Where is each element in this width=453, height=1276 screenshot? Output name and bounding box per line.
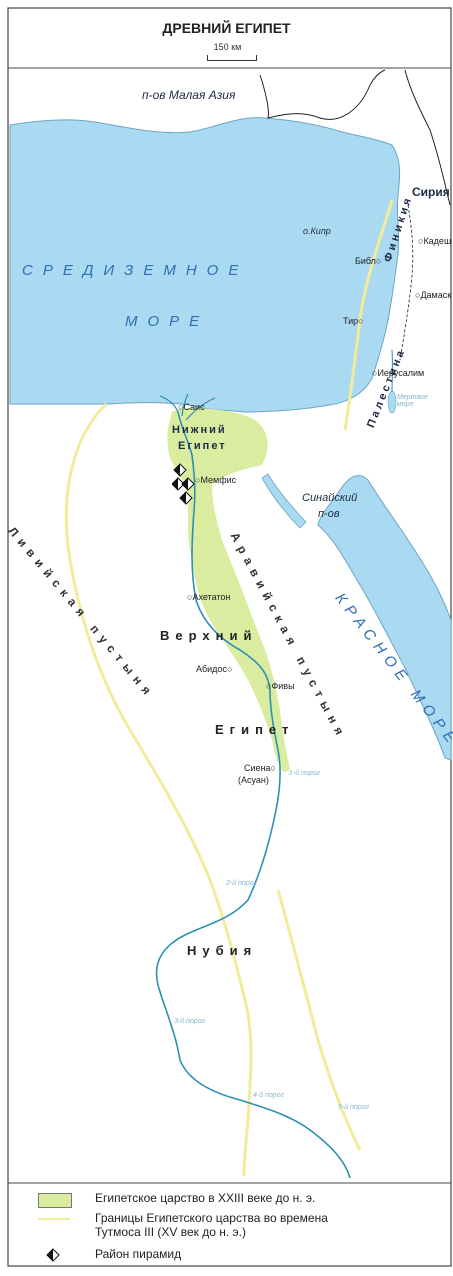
- pyramid-markers: [172, 463, 195, 505]
- nile-delta-mid: [181, 393, 189, 417]
- legend-border-swatch: [38, 1218, 70, 1220]
- pyramid-icon: [181, 477, 195, 491]
- city-abydos: Абидос○: [196, 664, 233, 674]
- pyramid-icon: [173, 463, 187, 477]
- scale-bar: [207, 55, 257, 61]
- label-cyprus: о.Кипр: [303, 226, 331, 236]
- cataract-4: 4-й порог: [253, 1092, 285, 1099]
- label-lower-egypt-1: Нижний: [172, 424, 227, 436]
- city-abydos-label: Абидос: [196, 664, 227, 674]
- label-sinai-2: п-ов: [318, 508, 340, 520]
- city-thebes-label: Фивы: [271, 681, 295, 691]
- city-sais-label: Саис: [183, 402, 205, 412]
- city-kadesh-label: Кадеш: [423, 236, 452, 246]
- cataract-1: 1-й порог: [289, 770, 321, 777]
- legend-kingdom-text: Египетское царство в XXIII веке до н. э.: [95, 1191, 316, 1205]
- red-sea: [317, 475, 452, 761]
- city-damascus-label: Дамаск: [420, 290, 452, 300]
- pyramid-icon: [172, 477, 185, 491]
- label-dead-sea: Мертвое море: [397, 394, 428, 408]
- city-akhetaten: ○Ахетатон: [187, 592, 231, 602]
- cataract-2: 2-й порог: [226, 880, 258, 887]
- city-byblos-label: Библ: [355, 256, 376, 266]
- city-memphis-label: Мемфис: [200, 475, 237, 485]
- city-damascus: ○Дамаск: [415, 290, 452, 300]
- city-memphis: ○Мемфис: [195, 475, 237, 485]
- city-byblos: Библ○: [355, 256, 382, 266]
- city-syene: Сиена○: [244, 763, 276, 773]
- scale-label: 150 км: [213, 42, 242, 52]
- label-upper-egypt-1: Верхний: [160, 628, 258, 643]
- asia-minor-coast: [259, 69, 386, 120]
- cataract-5: 5-й порог: [338, 1104, 370, 1111]
- thutmose-border-line: [64, 402, 253, 1177]
- label-syria: Сирия: [412, 185, 450, 199]
- city-jerusalem: ○Иерусалим: [372, 368, 425, 378]
- city-tyre: Тир○: [343, 316, 364, 326]
- legend: Египетское царство в XXIII веке до н. э.…: [0, 1183, 453, 1276]
- thutmose-border-north: [343, 199, 394, 431]
- city-thebes: ○Фивы: [266, 681, 295, 691]
- city-syene-label-1: Сиена: [244, 763, 271, 773]
- city-jerusalem-label: Иерусалим: [377, 368, 425, 378]
- label-asia-minor: п-ов Малая Азия: [142, 88, 236, 102]
- nile-delta-east: [185, 397, 216, 421]
- cataract-3: 3-й порог: [174, 1018, 206, 1025]
- city-sais: ○Саис: [178, 402, 205, 412]
- pyramid-legend-icon: [46, 1248, 60, 1262]
- city-syene-aswan: (Асуан): [238, 775, 269, 785]
- label-mediterranean-1: СРЕДИЗЕМНОЕ: [22, 262, 249, 279]
- gulf-of-suez: [261, 473, 307, 529]
- legend-pyramids-text: Район пирамид: [95, 1247, 182, 1261]
- nile-river: [155, 411, 351, 1179]
- nile-delta-west: [159, 395, 179, 413]
- label-nubia: Нубия: [187, 943, 258, 958]
- page-title: ДРЕВНИЙ ЕГИПЕТ: [162, 20, 291, 36]
- legend-kingdom-swatch: [38, 1193, 72, 1208]
- legend-border-text-2: Тутмоса III (XV век до н. э.): [95, 1225, 247, 1239]
- thutmose-border-east: [276, 889, 362, 1151]
- mediterranean-sea: [9, 117, 401, 413]
- label-sinai-1: Синайский: [302, 492, 358, 504]
- city-kadesh: ○Кадеш: [418, 236, 452, 246]
- city-tyre-label: Тир: [343, 316, 359, 326]
- pyramid-icon: [179, 491, 193, 505]
- label-lower-egypt-2: Египет: [178, 440, 227, 452]
- legend-border-text-1: Границы Египетского царства во времена: [95, 1211, 328, 1225]
- label-mediterranean-2: МОРЕ: [125, 313, 210, 330]
- phoenicia-border: [399, 204, 414, 361]
- city-akhetaten-label: Ахетатон: [192, 592, 231, 602]
- label-upper-egypt-2: Египет: [215, 722, 295, 737]
- syria-border: [404, 69, 451, 206]
- egyptian-kingdom-area: [167, 408, 290, 772]
